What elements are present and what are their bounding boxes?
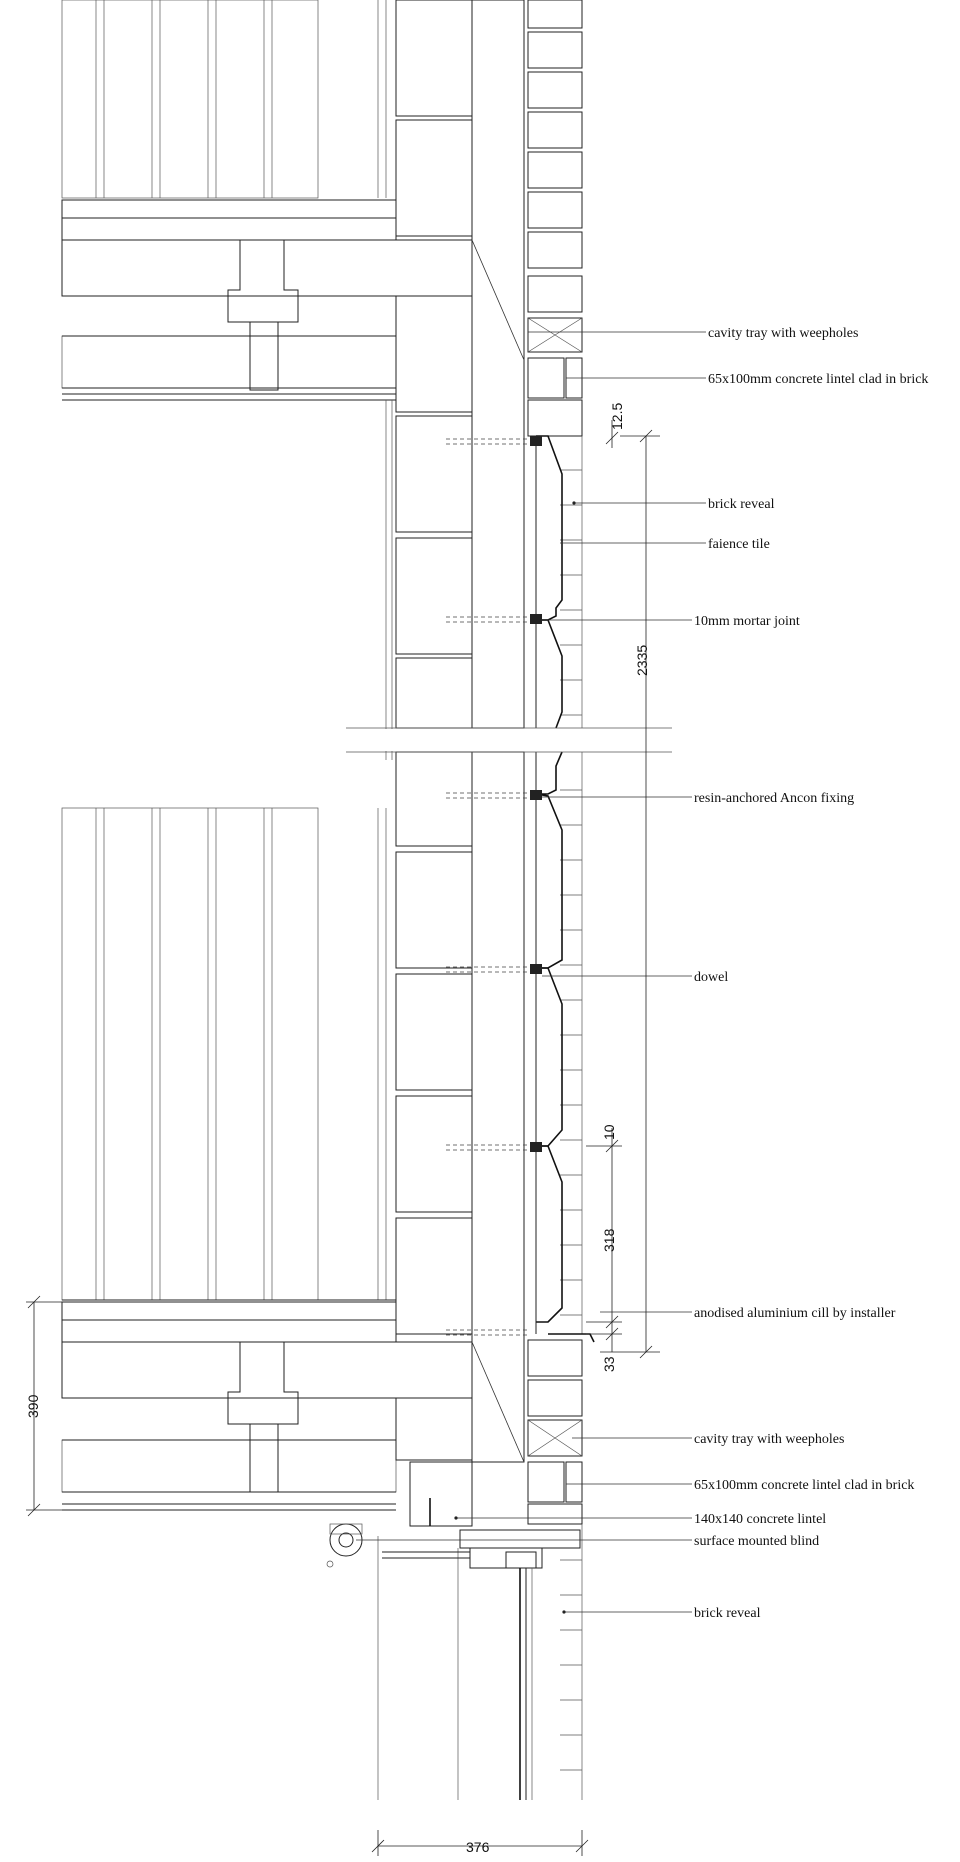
label-cavity-tray-lower: cavity tray with weepholes	[694, 1432, 844, 1447]
brick-outer-leaf-lower	[527, 1339, 583, 1525]
dim-376: 376	[466, 1839, 490, 1855]
label-faience-tile: faience tile	[708, 537, 770, 552]
dimension-lines	[26, 420, 660, 1856]
label-concrete-lintel: 140x140 concrete lintel	[694, 1512, 826, 1527]
label-lintel-upper: 65x100mm concrete lintel clad in brick	[708, 372, 928, 387]
label-mortar-joint: 10mm mortar joint	[694, 614, 800, 629]
surface-blind	[326, 1498, 431, 1568]
label-cavity-tray-upper: cavity tray with weepholes	[708, 326, 858, 341]
brick-outer-leaf-upper	[527, 0, 583, 437]
label-blind: surface mounted blind	[694, 1534, 819, 1549]
break-gap	[340, 729, 680, 751]
label-ancon-fixing: resin-anchored Ancon fixing	[694, 791, 854, 806]
dim-12-5: 12.5	[609, 403, 625, 430]
dim-390: 390	[25, 1394, 41, 1418]
concrete-lintel-shape	[409, 1461, 473, 1527]
label-brick-reveal-upper: brick reveal	[708, 497, 775, 512]
brick-reveal-coursing	[560, 436, 583, 1800]
label-dowel: dowel	[694, 970, 728, 985]
dim-2335: 2335	[634, 645, 650, 676]
upper-ceiling-board	[62, 393, 396, 760]
upper-floor-slab	[61, 199, 473, 391]
label-brick-reveal-lower: brick reveal	[694, 1606, 761, 1621]
dim-318: 318	[601, 1228, 617, 1252]
window-head	[377, 1529, 581, 1800]
dim-33: 33	[601, 1356, 617, 1372]
dim-10: 10	[601, 1124, 617, 1140]
label-lintel-lower: 65x100mm concrete lintel clad in brick	[694, 1478, 914, 1493]
leader-lines	[356, 331, 706, 1614]
faience-tiles	[530, 435, 595, 1343]
label-cill: anodised aluminium cill by installer	[694, 1306, 896, 1321]
lower-room-partition	[61, 807, 396, 1301]
upper-room-partition	[61, 0, 387, 199]
fixing-lines	[446, 438, 530, 1336]
